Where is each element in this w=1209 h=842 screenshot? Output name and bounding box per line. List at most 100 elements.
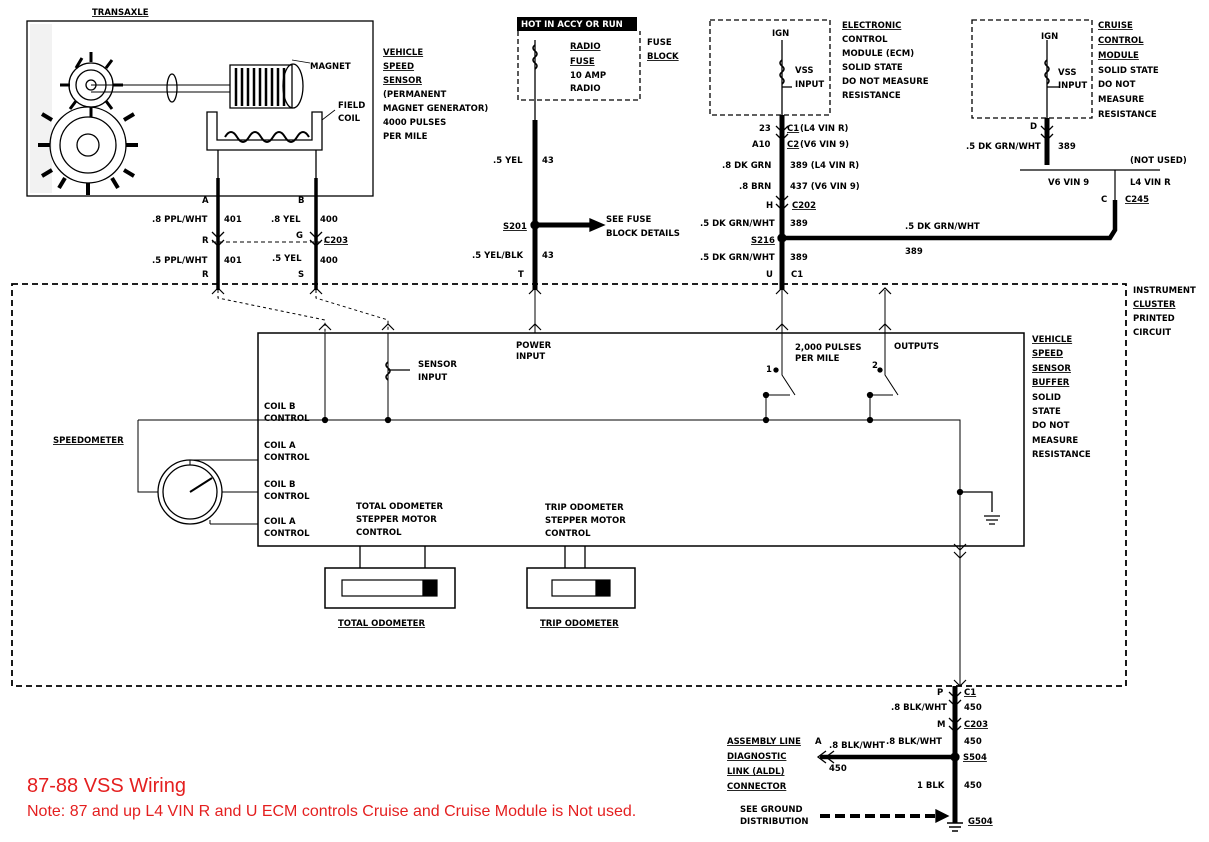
switch-1: 1 — [766, 365, 772, 375]
ecm-wire-389c: 389 — [790, 253, 808, 263]
gnd-pin-p: P — [937, 688, 943, 698]
wire-s-num: 400 — [320, 256, 338, 266]
trip-ctrl-1: TRIP ODOMETER — [545, 503, 624, 513]
coil-b1-1: COIL B — [264, 402, 295, 412]
cruise-label-6: MEASURE — [1098, 95, 1144, 105]
ecm-wire-brn: .8 BRN — [739, 182, 771, 192]
vss-label-1: VEHICLE — [383, 48, 423, 58]
cruise-pin-c: C — [1101, 195, 1107, 205]
gnd-c203: C203 — [964, 720, 988, 730]
magnet — [229, 59, 311, 109]
wire-r2-num: 401 — [224, 256, 242, 266]
cruise-label-7: RESISTANCE — [1098, 110, 1157, 120]
coil-b2-1: COIL B — [264, 480, 295, 490]
ecm-c1-l4: (L4 VIN R) — [800, 124, 849, 134]
wire-a-num: 401 — [224, 215, 242, 225]
magnet-label: MAGNET — [310, 62, 351, 72]
cluster-label-2: CLUSTER — [1133, 300, 1176, 310]
cluster-label-4: CIRCUIT — [1133, 328, 1171, 338]
cruise-pin-d: D — [1030, 122, 1037, 132]
see-ground-2: DISTRIBUTION — [740, 817, 809, 827]
not-used: (NOT USED) — [1130, 156, 1187, 166]
horiz-wire: .5 DK GRN/WHT — [905, 222, 980, 232]
ecm-box — [709, 19, 831, 116]
ecm-label-1: ELECTRONIC — [842, 21, 901, 31]
cruise-ign: IGN — [1041, 32, 1058, 42]
trip-odometer-display — [526, 546, 636, 609]
fuse-wire-43b: 43 — [542, 251, 554, 261]
see-fuse-2: BLOCK DETAILS — [606, 229, 680, 239]
ecm-c2: C2 — [787, 140, 799, 150]
vss-label-7: PER MILE — [383, 132, 428, 142]
aldl-1: ASSEMBLY LINE — [727, 737, 801, 747]
pin-r2: R — [202, 270, 209, 280]
gnd-num-1: 450 — [964, 703, 982, 713]
buffer-label-9: RESISTANCE — [1032, 450, 1091, 460]
ecm-c1b: C1 — [791, 270, 803, 280]
wire-a: .8 PPL/WHT — [152, 215, 208, 225]
cruise-label-3: MODULE — [1098, 51, 1139, 61]
trip-ctrl-3: CONTROL — [545, 529, 591, 539]
ecm-label-4: SOLID STATE — [842, 63, 903, 73]
coil-a2-1: COIL A — [264, 517, 296, 527]
ecm-label-6: RESISTANCE — [842, 91, 901, 101]
total-ctrl-3: CONTROL — [356, 528, 402, 538]
fuse-wire-43: 43 — [542, 156, 554, 166]
power-input-1: POWER — [516, 341, 552, 351]
fuse-block-1: FUSE — [647, 38, 672, 48]
vss-label-2: SPEED — [383, 62, 414, 72]
wire-s: .5 YEL — [272, 254, 302, 264]
ecm-wire-dkgrnwht: .5 DK GRN/WHT — [700, 219, 775, 229]
coil-b2-2: CONTROL — [264, 492, 310, 502]
splice-s201: S201 — [503, 222, 527, 232]
cruise-c245: C245 — [1125, 195, 1149, 205]
field-coil — [206, 109, 336, 178]
pin-a: A — [202, 196, 209, 206]
aldl-4: CONNECTOR — [727, 782, 787, 792]
gnd-num-2: 450 — [964, 737, 982, 747]
total-ctrl-2: STEPPER MOTOR — [356, 515, 437, 525]
ecm-pin-a10: A10 — [752, 140, 770, 150]
gnd-pin-m: M — [937, 720, 945, 730]
coil-a2-2: CONTROL — [264, 529, 310, 539]
fuse-radio-2: RADIO — [570, 84, 601, 94]
cruise-wire: .5 DK GRN/WHT — [966, 142, 1041, 152]
transaxle-title: TRANSAXLE — [92, 8, 149, 18]
splice-s216: S216 — [751, 236, 775, 246]
wire-r2: .5 PPL/WHT — [152, 256, 208, 266]
gear-icon — [38, 52, 138, 195]
ecm-vss-input-2: INPUT — [795, 80, 824, 90]
pin-g: G — [296, 231, 303, 241]
cruise-module-box — [971, 19, 1093, 119]
ecm-wire-dkgrn: .8 DK GRN — [722, 161, 771, 171]
speedometer-gauge — [137, 419, 258, 525]
ecm-label-3: MODULE (ECM) — [842, 49, 914, 59]
fuse-wire-yel: .5 YEL — [493, 156, 523, 166]
ecm-vss-input-1: VSS — [795, 66, 813, 76]
wire-b: .8 YEL — [271, 215, 301, 225]
ecm-ign: IGN — [772, 29, 789, 39]
ground-g504: G504 — [968, 817, 993, 827]
ecm-wire-dkgrnwht2: .5 DK GRN/WHT — [700, 253, 775, 263]
cruise-v6: V6 VIN 9 — [1048, 178, 1089, 188]
vss-label-5: MAGNET GENERATOR) — [383, 104, 488, 114]
coil-a1-1: COIL A — [264, 441, 296, 451]
field-coil-label-1: FIELD — [338, 101, 365, 111]
aldl-num: 450 — [829, 764, 847, 774]
cruise-label-4: SOLID STATE — [1098, 66, 1159, 76]
caption-note: Note: 87 and up L4 VIN R and U ECM contr… — [27, 803, 637, 820]
vss-label-3: SENSOR — [383, 76, 422, 86]
ecm-label-5: DO NOT MEASURE — [842, 77, 929, 87]
total-ctrl-1: TOTAL ODOMETER — [356, 502, 443, 512]
buffer-label-8: MEASURE — [1032, 436, 1078, 446]
ecm-pin-h: H — [766, 201, 773, 211]
total-odometer-label: TOTAL ODOMETER — [338, 619, 425, 629]
gnd-wire-3: 1 BLK — [917, 781, 945, 791]
ecm-c202: C202 — [792, 201, 816, 211]
cruise-label-1: CRUISE — [1098, 21, 1133, 31]
fuse-radio: RADIO — [570, 42, 601, 52]
horiz-wire-num: 389 — [905, 247, 923, 257]
fuse-wire-yelblk: .5 YEL/BLK — [472, 251, 523, 261]
ecm-pin-u: U — [766, 270, 773, 280]
